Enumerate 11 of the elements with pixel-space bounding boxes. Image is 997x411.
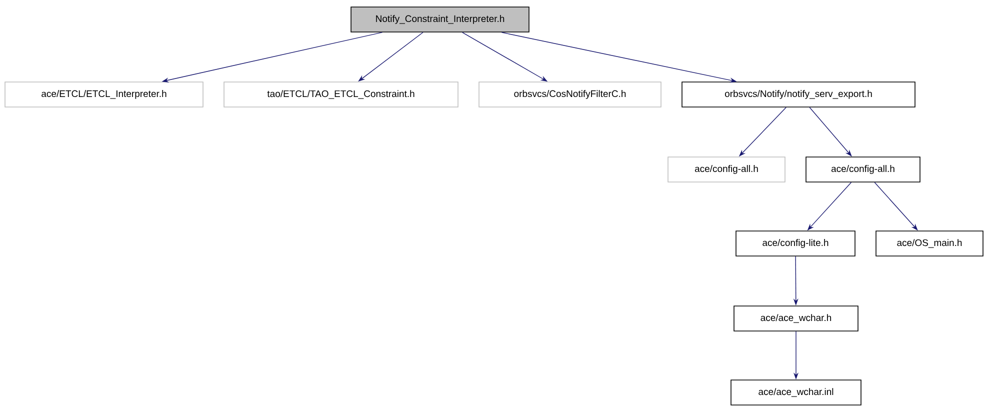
file-box: tao/ETCL/TAO_ETCL_Constraint.h (224, 82, 458, 108)
file-box: ace/ace_wchar.h (734, 306, 858, 332)
file-box: ace/OS_main.h (876, 230, 984, 256)
file-box: orbsvcs/CosNotifyFilterC.h (478, 82, 662, 108)
file-box: Notify_Constraint_Interpreter.h (350, 6, 530, 32)
file-box: ace/ETCL/ETCL_Interpreter.h (4, 82, 204, 108)
file-box: ace/config-lite.h (736, 230, 856, 256)
file-box: ace/config-all.h (668, 156, 786, 182)
file-box: ace/ace_wchar.inl (730, 380, 862, 406)
file-box: orbsvcs/Notify/notify_serv_export.h (682, 82, 916, 108)
file-box: ace/config-all.h (806, 156, 920, 182)
